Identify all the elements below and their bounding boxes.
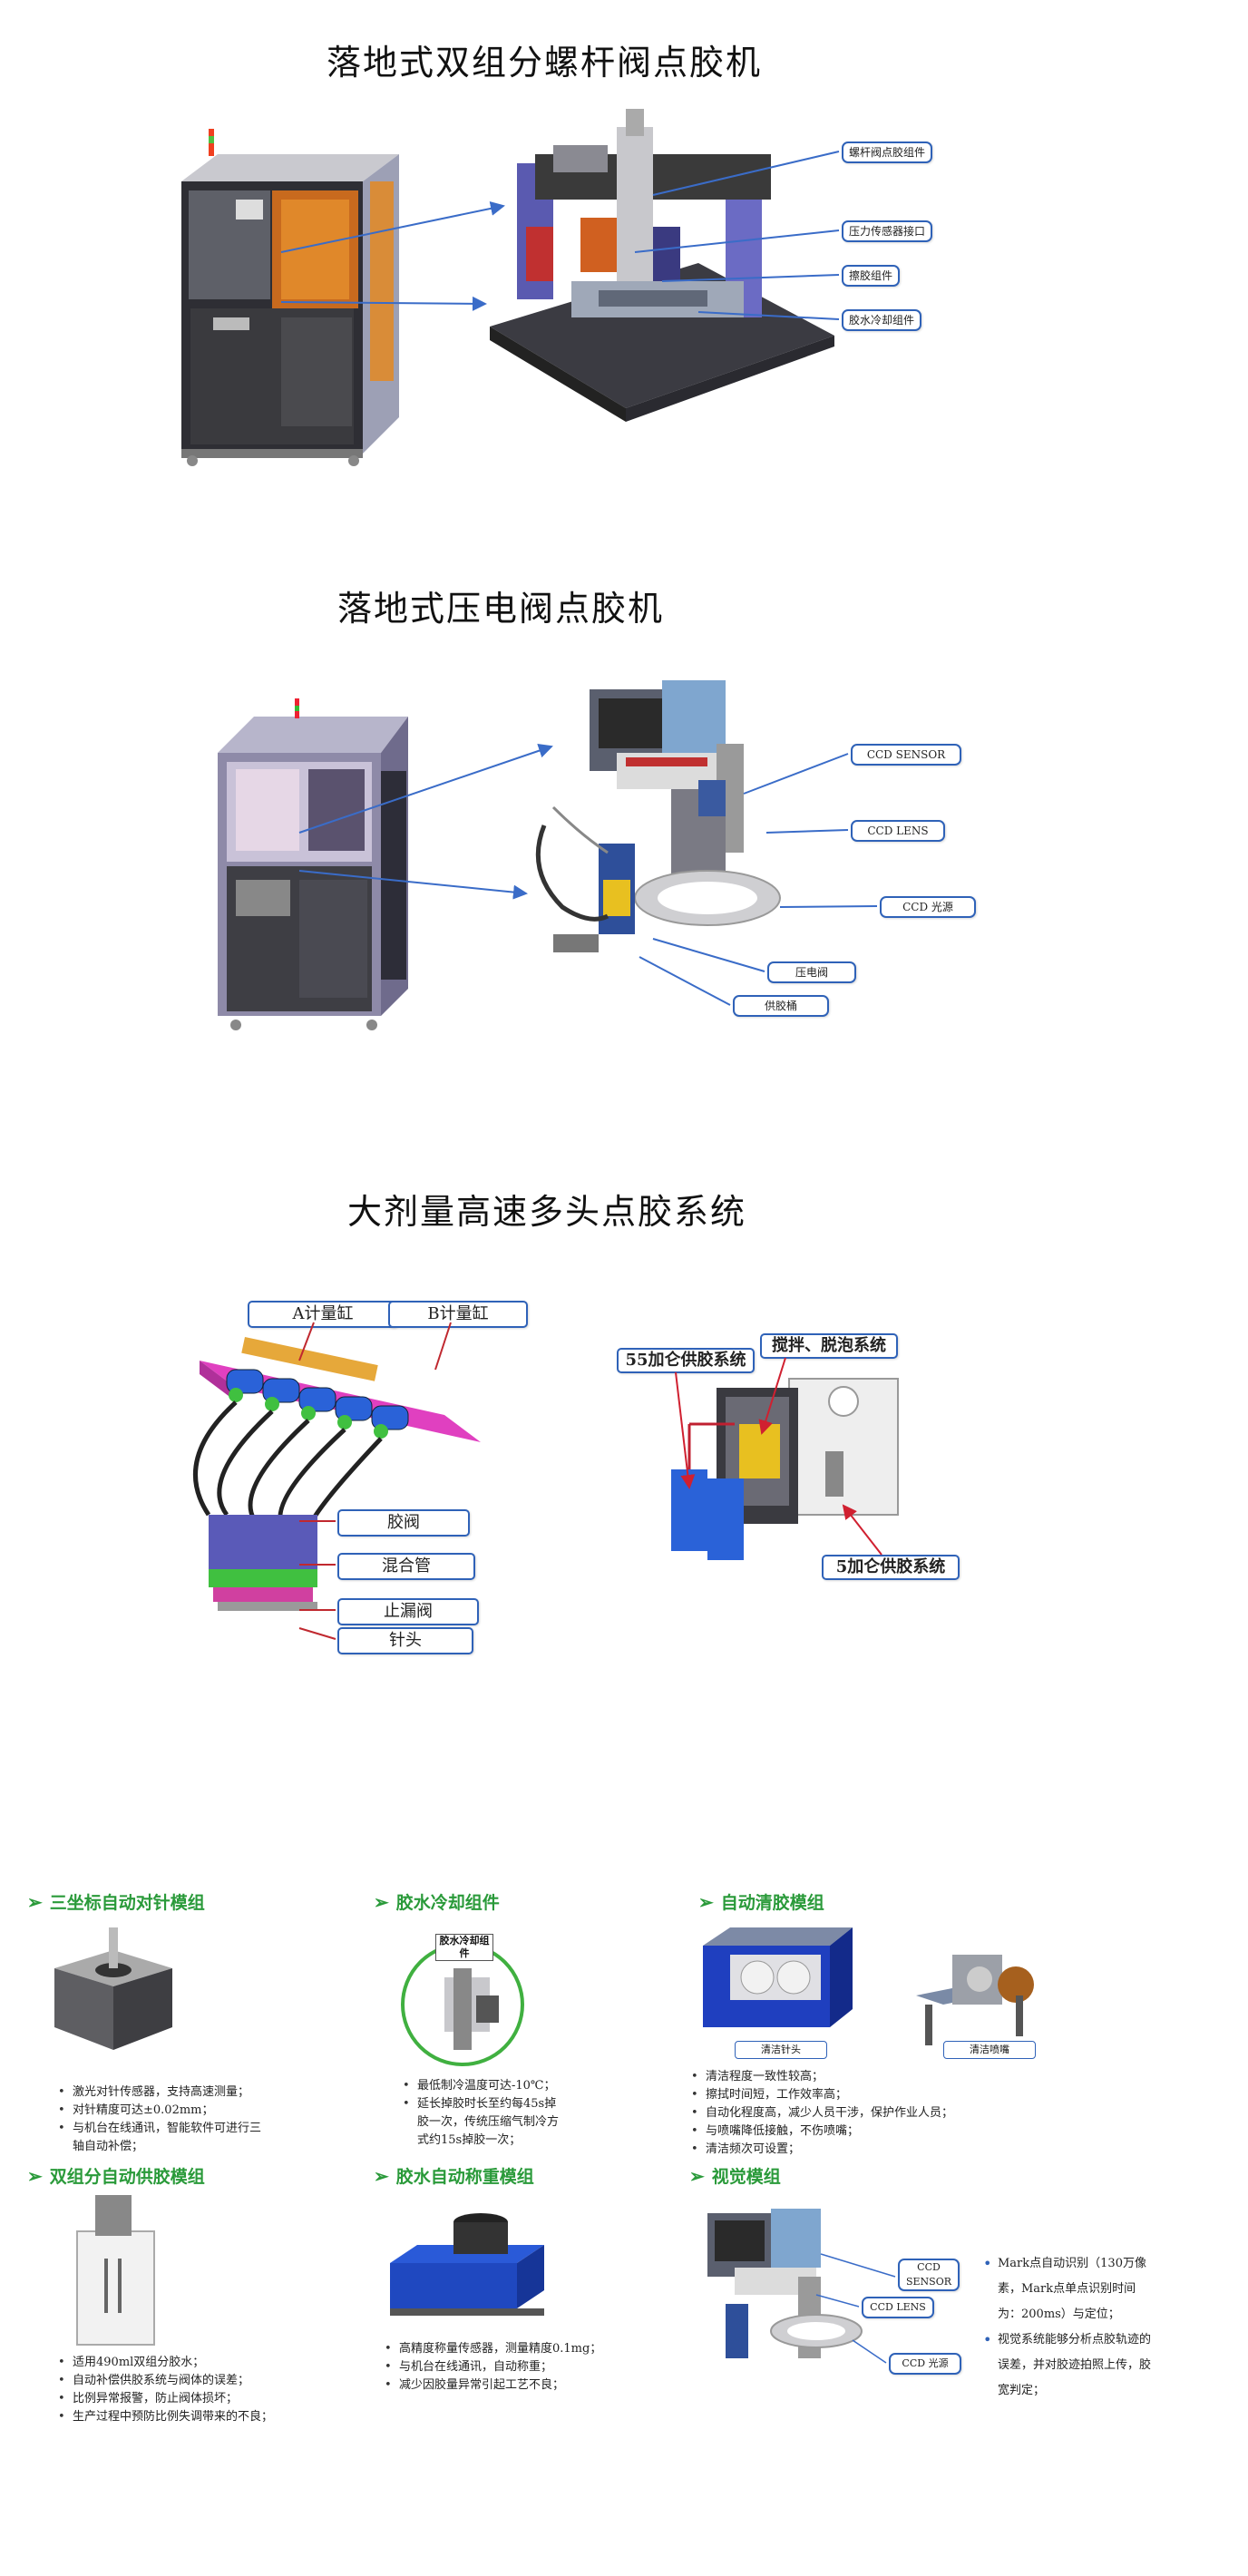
piezo-valve-assembly-image: [535, 680, 781, 952]
clean-needle-caption: 清洁针头: [735, 2041, 827, 2059]
module4-feature: 生产过程中预防比例失调带来的不良；: [54, 2408, 363, 2426]
module3-feature: 清洁频次可设置；: [687, 2141, 1068, 2159]
screw-valve-component-callout: 螺杆阀点胶组件: [842, 141, 933, 163]
piezo-valve-callout: 压电阀: [767, 961, 856, 983]
module3-feature: 清洁程度一致性较高；: [687, 2068, 1068, 2086]
section3-left-lines: [298, 1322, 452, 1640]
glue-supply-system-image: [671, 1378, 899, 1560]
module6-feature: Mark点自动识别（130万像素，Mark点单点识别时间为：200ms）与定位；: [980, 2251, 1152, 2327]
section1-arrows: [280, 151, 840, 320]
module6-feature-list: Mark点自动识别（130万像素，Mark点单点识别时间为：200ms）与定位；…: [980, 2251, 1152, 2404]
piezo-valve-dispenser-machine-image: [218, 698, 408, 1030]
multi-head-dispensing-system-image: [193, 1337, 481, 1611]
chevron-right-icon: ➢: [374, 2165, 389, 2187]
chevron-right-icon: ➢: [689, 2165, 705, 2187]
mixing-tube-callout: 混合管: [337, 1553, 475, 1580]
mixing-degassing-system-callout: 搅拌、脱泡系统: [760, 1333, 898, 1359]
chevron-right-icon: ➢: [374, 1891, 389, 1913]
auto-glue-supply-image: [76, 2195, 155, 2346]
glue-cooling-image: [401, 1943, 524, 2066]
wiping-component-callout: 擦胶组件: [842, 265, 901, 287]
module3-feature-list: 清洁程度一致性较高； 擦拭时间短，工作效率高； 自动化程度高，减少人员干涉，保护…: [687, 2068, 1068, 2159]
vision-ccd-light-callout: CCD 光源: [889, 2353, 961, 2375]
module5-feature: 与机台在线通讯，自动称重；: [381, 2358, 671, 2376]
screw-valve-assembly-image: [490, 109, 834, 422]
auto-needle-alignment-image: [54, 1927, 172, 2050]
module5-feature: 高精度称量传感器，测量精度0.1mg；: [381, 2340, 671, 2358]
ccd-sensor-callout: CCD SENSOR: [851, 744, 961, 766]
section3-right-arrows: [675, 1357, 882, 1556]
nozzle-cleaning-box-image: [703, 1927, 853, 2027]
glue-cooling-component-callout: 胶水冷却组件: [842, 309, 922, 331]
ccd-lens-callout: CCD LENS: [851, 820, 945, 842]
module3-feature: 与喷嘴降低接触，不伤喷嘴；: [687, 2122, 1068, 2141]
module1-title: ➢三坐标自动对针模组: [27, 1891, 205, 1913]
vision-module-image: [707, 2209, 863, 2358]
anti-drip-valve-callout: 止漏阀: [337, 1598, 479, 1625]
clean-nozzle-caption: 清洁喷嘴: [943, 2041, 1036, 2059]
module2-feature: 最低制冷温度可达-10℃；: [399, 2077, 568, 2095]
auto-weighing-image: [390, 2213, 544, 2316]
glue-cooling-badge: 胶水冷却组件: [435, 1934, 493, 1961]
module4-feature-list: 适用490ml双组分胶水； 自动补偿供胶系统与阀体的误差； 比例异常报警，防止阀…: [54, 2354, 363, 2426]
nozzle-cleaning-rig-image: [916, 1955, 1034, 2045]
vision-ccd-lens-callout: CCD LENS: [862, 2297, 934, 2318]
section2-title: 落地式压电阀点胶机: [337, 589, 665, 629]
section2-arrows: [298, 743, 878, 1006]
section3-title: 大剂量高速多头点胶系统: [347, 1192, 747, 1232]
needle-callout: 针头: [337, 1627, 473, 1654]
55-gallon-supply-callout: 55加仑供胶系统: [617, 1348, 755, 1373]
module4-feature: 适用490ml双组分胶水；: [54, 2354, 363, 2372]
glue-barrel-callout: 供胶桶: [733, 995, 829, 1017]
module4-feature: 自动补偿供胶系统与阀体的误差；: [54, 2372, 363, 2390]
5-gallon-supply-callout: 5加仑供胶系统: [822, 1555, 960, 1580]
module5-feature: 减少因胶量异常引起工艺不良；: [381, 2376, 671, 2395]
ccd-light-callout: CCD 光源: [880, 896, 976, 918]
glue-valve-callout: 胶阀: [337, 1509, 470, 1537]
module5-feature-list: 高精度称量传感器，测量精度0.1mg； 与机台在线通讯，自动称重； 减少因胶量异…: [381, 2340, 671, 2395]
module6-feature: 视觉系统能够分析点胶轨迹的误差，并对胶迹拍照上传，胶宽判定；: [980, 2327, 1152, 2404]
module3-title: ➢自动清胶模组: [698, 1891, 824, 1913]
pressure-sensor-port-callout: 压力传感器接口: [842, 220, 933, 242]
module1-feature-list: 激光对针传感器，支持高速测量； 对针精度可达±0.02mm； 与机台在线通讯，智…: [54, 2083, 272, 2156]
module1-feature: 与机台在线通讯，智能软件可进行三轴自动补偿；: [54, 2120, 272, 2156]
chevron-right-icon: ➢: [698, 1891, 714, 1913]
module3-feature: 自动化程度高，减少人员干涉，保护作业人员；: [687, 2104, 1068, 2122]
module3-feature: 擦拭时间短，工作效率高；: [687, 2086, 1068, 2104]
module5-title: ➢胶水自动称重模组: [374, 2165, 534, 2187]
screw-valve-dispenser-machine-image: [181, 129, 399, 466]
module1-feature: 激光对针传感器，支持高速测量；: [54, 2083, 272, 2102]
module2-feature: 延长掉胶时长至约每45s掉胶一次，传统压缩气制冷方式约15s掉胶一次；: [399, 2095, 568, 2150]
module4-feature: 比例异常报警，防止阀体损坏；: [54, 2390, 363, 2408]
b-metering-cylinder-callout: B计量缸: [388, 1301, 528, 1328]
vision-ccd-sensor-callout: CCD SENSOR: [898, 2259, 960, 2291]
module6-title: ➢视觉模组: [689, 2165, 781, 2187]
chevron-right-icon: ➢: [27, 2165, 43, 2187]
module4-title: ➢双组分自动供胶模组: [27, 2165, 205, 2187]
module2-feature-list: 最低制冷温度可达-10℃； 延长掉胶时长至约每45s掉胶一次，传统压缩气制冷方式…: [399, 2077, 568, 2150]
chevron-right-icon: ➢: [27, 1891, 43, 1913]
module2-title: ➢胶水冷却组件: [374, 1891, 500, 1913]
section1-title: 落地式双组分螺杆阀点胶机: [327, 43, 763, 83]
module1-feature: 对针精度可达±0.02mm；: [54, 2102, 272, 2120]
